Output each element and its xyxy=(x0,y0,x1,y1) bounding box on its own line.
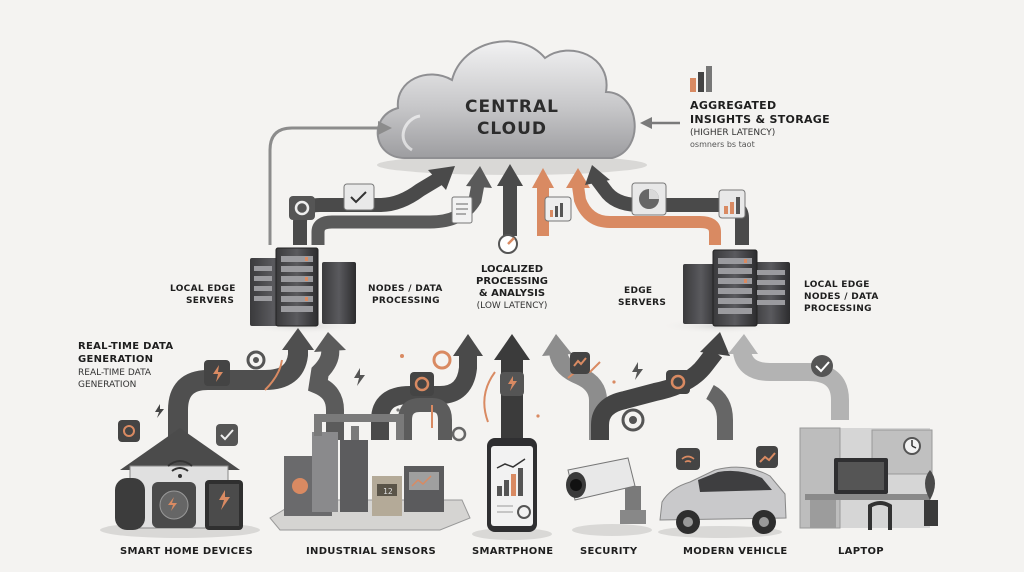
security-camera xyxy=(566,457,652,536)
left-edge-server xyxy=(243,247,363,334)
right-servers-line1: EDGE xyxy=(624,286,653,296)
left-nodes-line2: PROCESSING xyxy=(372,296,440,306)
svg-text:12: 12 xyxy=(383,487,393,496)
lower-right-arrows xyxy=(542,332,849,440)
aggregated-note: osmners bs taot xyxy=(690,140,755,149)
realtime-sub-1: REAL-TIME DATA xyxy=(78,368,152,378)
cloud-title-line1: CENTRAL xyxy=(465,97,559,117)
industrial-sensors: 12 xyxy=(269,414,471,531)
aggregated-subtitle: (HIGHER LATENCY) xyxy=(690,128,776,138)
realtime-title-2: GENERATION xyxy=(78,354,154,365)
smartphone-device xyxy=(472,438,552,540)
right-servers-line2: SERVERS xyxy=(618,298,667,308)
aggregated-title-1: AGGREGATED xyxy=(690,99,777,112)
right-nodes-line3: PROCESSING xyxy=(804,304,872,314)
left-servers-line2: SERVERS xyxy=(186,296,235,306)
device-label-laptop: LAPTOP xyxy=(838,546,884,557)
right-nodes-line1: LOCAL EDGE xyxy=(804,280,870,290)
realtime-sub-2: GENERATION xyxy=(78,380,137,390)
left-nodes-line1: NODES / DATA xyxy=(368,284,443,294)
cloud-title-line2: CLOUD xyxy=(476,119,548,139)
device-label-security: SECURITY xyxy=(580,546,638,557)
left-servers-line1: LOCAL EDGE xyxy=(170,284,236,294)
smart-home-devices xyxy=(100,420,260,538)
device-label-vehicle: MODERN VEHICLE xyxy=(683,546,788,557)
right-nodes-line2: NODES / DATA xyxy=(804,292,879,302)
localized-line4: (LOW LATENCY) xyxy=(476,301,548,311)
localized-processing-label: LOCALIZED PROCESSING & ANALYSIS (LOW LAT… xyxy=(452,264,572,312)
cloud-side-arrows xyxy=(268,117,680,245)
left-upper-arrows xyxy=(293,164,554,245)
laptop-workspace xyxy=(799,427,938,530)
realtime-title-1: REAL-TIME DATA xyxy=(78,341,174,352)
bar-chart-icon xyxy=(690,66,712,92)
central-cloud-title: CENTRAL CLOUD xyxy=(432,96,592,140)
modern-vehicle xyxy=(658,446,787,538)
device-label-smart-home: SMART HOME DEVICES xyxy=(120,546,253,557)
upper-icons xyxy=(289,182,746,224)
localized-line2: PROCESSING xyxy=(476,276,548,287)
device-label-smartphone: SMARTPHONE xyxy=(472,546,554,557)
gauge-icon xyxy=(498,234,518,254)
lower-left-arrows xyxy=(168,328,530,440)
aggregated-title-2: INSIGHTS & STORAGE xyxy=(690,113,830,126)
lower-icons xyxy=(155,350,833,442)
device-label-industrial: INDUSTRIAL SENSORS xyxy=(306,546,436,557)
localized-line1: LOCALIZED xyxy=(480,264,544,275)
localized-line3: & ANALYSIS xyxy=(478,288,546,299)
right-edge-server xyxy=(660,249,790,334)
